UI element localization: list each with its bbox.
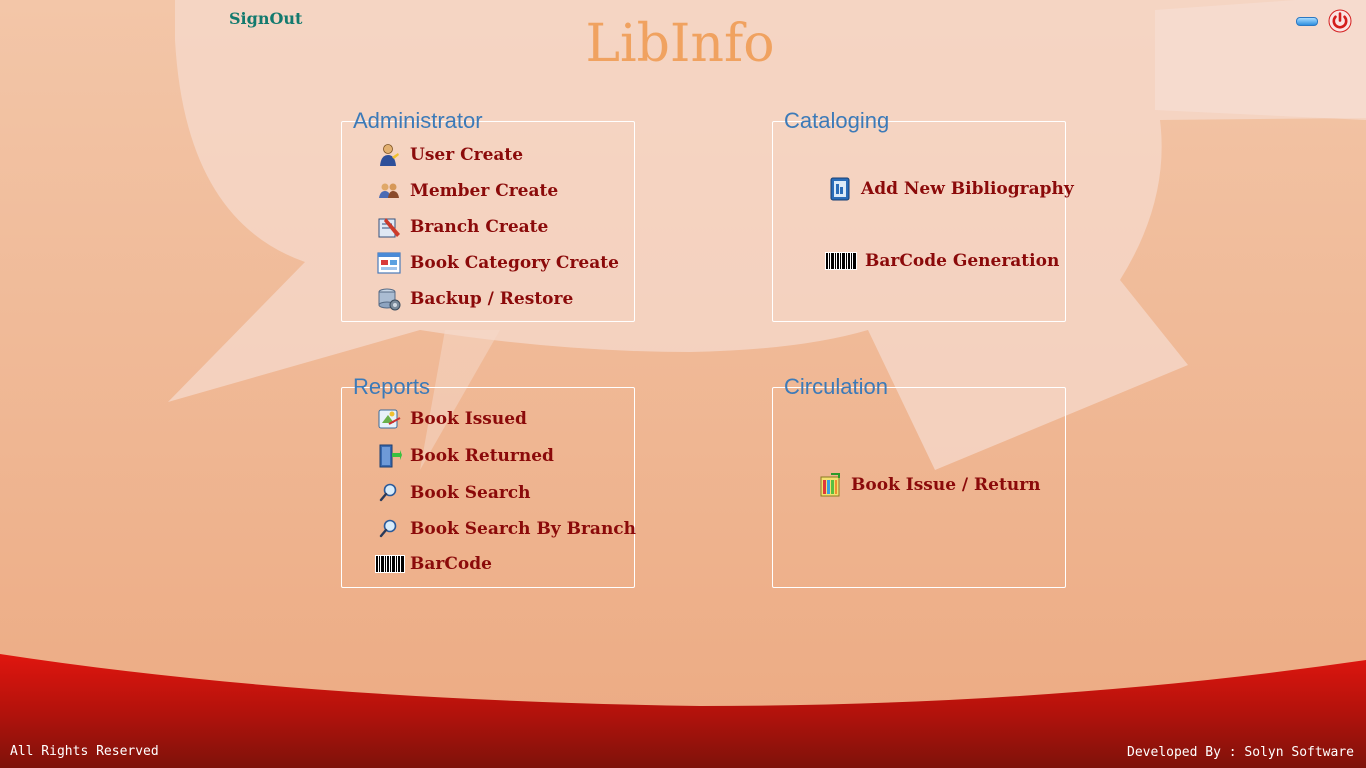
book-search-item[interactable]: Book Search [376,480,531,506]
reports-title: Reports [353,374,431,399]
barcode-generation-item[interactable]: BarCode Generation [825,248,1059,274]
branch-icon [376,214,402,240]
members-icon [376,178,402,204]
member-create-item[interactable]: Member Create [376,178,558,204]
signout-link[interactable]: SignOut [229,9,303,28]
power-icon[interactable] [1328,9,1352,33]
reports-group: Reports Book Issued Book Returned Book S… [341,374,636,588]
cataloging-group: Cataloging Add New Bibliography BarCode … [772,108,1074,322]
search-icon [376,480,402,506]
book-returned-label: Book Returned [410,446,554,466]
footer-rights: All Rights Reserved [10,744,159,759]
barcode-item[interactable]: BarCode [375,551,492,577]
footer-developer: Developed By : Solyn Software [1127,745,1354,760]
minimize-icon[interactable] [1296,17,1318,26]
add-new-bibliography-label: Add New Bibliography [861,179,1074,199]
issue-return-icon [817,472,843,498]
backup-icon [376,286,402,312]
user-icon [376,142,402,168]
backup-restore-label: Backup / Restore [410,289,574,309]
book-issued-item[interactable]: Book Issued [376,406,527,432]
book-returned-icon [376,443,402,469]
member-create-label: Member Create [410,181,559,201]
app-title: LibInfo [585,14,775,74]
branch-create-item[interactable]: Branch Create [376,214,548,240]
user-create-item[interactable]: User Create [376,142,523,168]
book-search-label: Book Search [410,483,531,503]
backup-restore-item[interactable]: Backup / Restore [376,286,573,312]
circulation-group: Circulation Book Issue / Return [772,374,1066,588]
cataloging-title: Cataloging [784,108,890,133]
barcode-icon [825,248,857,274]
book-issued-icon [376,406,402,432]
administrator-title: Administrator [353,108,483,133]
search-icon [376,516,402,542]
bibliography-icon [827,176,853,202]
circulation-title: Circulation [784,374,888,399]
book-category-create-item[interactable]: Book Category Create [376,250,619,276]
barcode-label: BarCode [410,554,492,574]
user-create-label: User Create [410,145,524,165]
book-search-by-branch-item[interactable]: Book Search By Branch [376,516,636,542]
add-new-bibliography-item[interactable]: Add New Bibliography [827,176,1074,202]
book-issued-label: Book Issued [410,409,527,429]
book-search-by-branch-label: Book Search By Branch [410,519,637,539]
book-issue-return-label: Book Issue / Return [851,475,1041,495]
category-icon [376,250,402,276]
administrator-group: Administrator User Create Member Create … [341,108,635,322]
barcode-generation-label: BarCode Generation [865,251,1060,271]
barcode-icon [375,551,405,577]
book-returned-item[interactable]: Book Returned [376,443,554,469]
branch-create-label: Branch Create [410,217,549,237]
book-issue-return-item[interactable]: Book Issue / Return [817,472,1041,498]
book-category-create-label: Book Category Create [410,253,619,273]
